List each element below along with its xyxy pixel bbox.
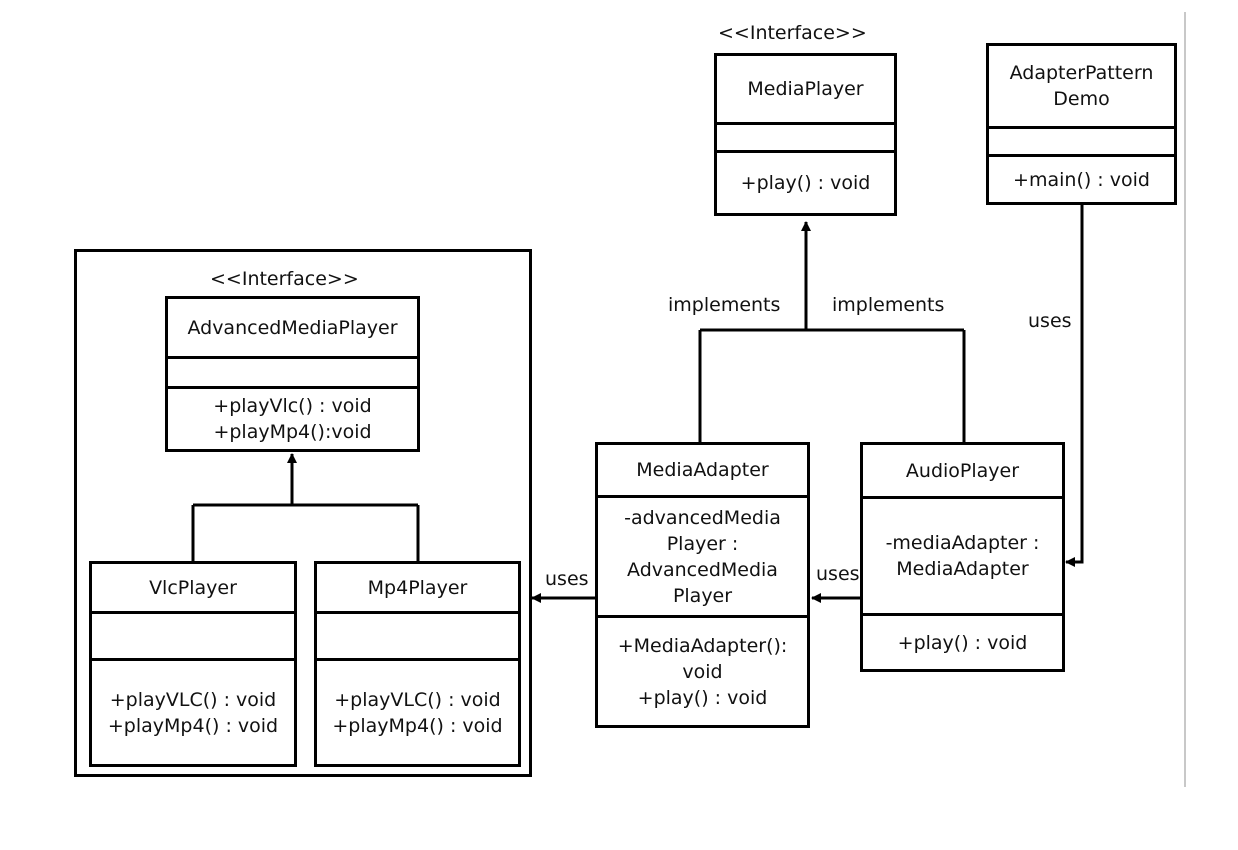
class-name-line: Demo xyxy=(1053,88,1110,110)
attribute-line: MediaAdapter xyxy=(896,558,1029,580)
class-media-player: MediaPlayer +play() : void xyxy=(714,53,897,216)
class-mp4-player: Mp4Player +playVLC() : void +playMp4() :… xyxy=(314,561,521,767)
uses-label-demo: uses xyxy=(1028,310,1072,332)
method: +playVlc() : void xyxy=(213,395,372,417)
advanced-media-player-stereotype: <<Interface>> xyxy=(210,268,359,290)
class-name: AudioPlayer xyxy=(905,459,1020,482)
class-name: MediaAdapter xyxy=(636,459,769,481)
method: +playMp4():void xyxy=(213,421,372,443)
method-line: +play() : void xyxy=(637,686,768,709)
class-audio-player: AudioPlayer -mediaAdapter : MediaAdapter… xyxy=(860,442,1065,672)
method: +main() : void xyxy=(1013,168,1150,191)
uses-demo-line xyxy=(1065,205,1084,567)
uses-label-audio: uses xyxy=(816,563,860,585)
method: +playMp4() : void xyxy=(107,714,279,737)
class-vlc-player: VlcPlayer +playVLC() : void +playMp4() :… xyxy=(89,561,297,767)
attribute-line: AdvancedMedia xyxy=(627,558,778,581)
implements-label-right: implements xyxy=(832,294,945,316)
class-media-adapter: MediaAdapter -advancedMedia Player : Adv… xyxy=(595,442,810,728)
method: +playVLC() : void xyxy=(334,688,501,711)
attributes-empty xyxy=(717,122,894,150)
media-player-stereotype: <<Interface>> xyxy=(718,22,867,44)
attributes-empty xyxy=(989,126,1174,154)
method: +play() : void xyxy=(740,172,871,194)
method-line: void xyxy=(682,660,723,683)
method: +playVLC() : void xyxy=(109,688,277,711)
attribute-line: Player : xyxy=(666,532,739,555)
method: +playMp4() : void xyxy=(332,714,503,737)
class-name: VlcPlayer xyxy=(149,576,237,599)
implements-label-left: implements xyxy=(668,294,781,316)
page-divider xyxy=(1184,12,1186,787)
method: +play() : void xyxy=(897,631,1028,654)
uses-label-adapter: uses xyxy=(545,568,589,590)
class-adapter-pattern-demo: AdapterPattern Demo +main() : void xyxy=(986,43,1177,205)
attribute-line: Player xyxy=(672,584,733,607)
attributes-empty xyxy=(92,611,294,658)
class-name: MediaPlayer xyxy=(747,78,864,100)
attribute-line: -mediaAdapter : xyxy=(885,532,1040,554)
class-name-line: AdapterPattern xyxy=(1009,62,1154,84)
class-advanced-media-player: AdvancedMediaPlayer +playVlc() : void +p… xyxy=(165,296,420,452)
class-name: Mp4Player xyxy=(367,576,468,599)
class-name: AdvancedMediaPlayer xyxy=(187,316,398,339)
attributes-empty xyxy=(317,611,518,658)
attributes-empty xyxy=(168,356,417,386)
attribute-line: -advancedMedia xyxy=(624,506,781,529)
advanced-player-package xyxy=(74,249,532,777)
method-line: +MediaAdapter(): xyxy=(617,634,788,657)
